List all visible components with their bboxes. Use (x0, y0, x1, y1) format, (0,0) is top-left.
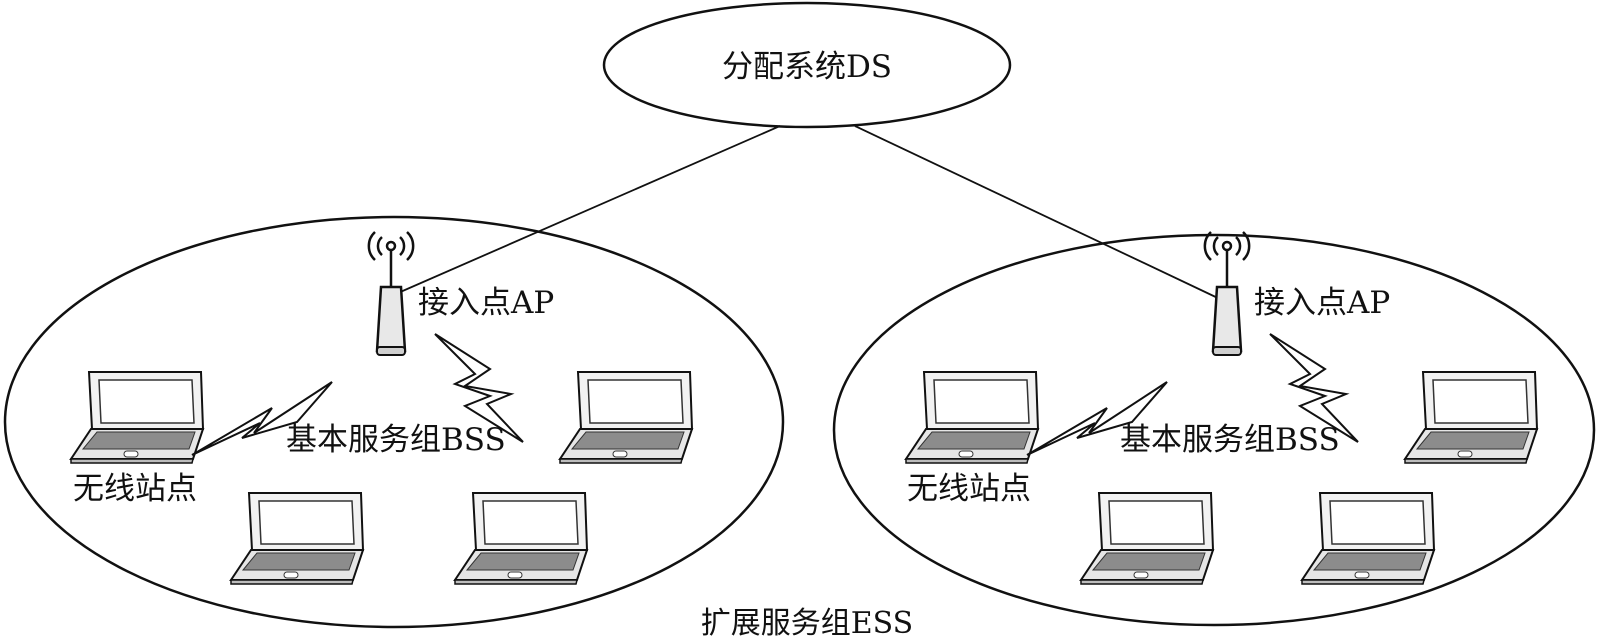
bss-cell-right: 接入点AP 基本服务组BSS 无线站点 (832, 230, 1596, 627)
station-label: 无线站点 (907, 471, 1031, 507)
ds-link-right (854, 125, 1223, 301)
ds-label: 分配系统DS (722, 49, 892, 85)
bss-boundary (3, 215, 785, 629)
laptop-icon (70, 371, 204, 464)
distribution-system-node (602, 1, 1012, 129)
bss-boundary (832, 233, 1596, 627)
laptop-icon (230, 492, 364, 585)
laptop-icon (1080, 492, 1214, 585)
antenna-icon (1203, 230, 1251, 357)
bss-cell-left: 接入点AP 基本服务组BSS 无线站点 (3, 215, 785, 629)
antenna-icon (367, 230, 415, 357)
ap-label: 接入点AP (1254, 285, 1390, 321)
bss-label: 基本服务组BSS (1120, 422, 1340, 458)
laptop-icon (454, 492, 588, 585)
laptop-icon (559, 371, 693, 464)
ess-label: 扩展服务组ESS (701, 606, 913, 641)
laptop-icon (1301, 492, 1435, 585)
bss-label: 基本服务组BSS (286, 422, 506, 458)
laptop-icon (905, 371, 1039, 464)
station-label: 无线站点 (73, 471, 197, 507)
laptop-icon (1404, 371, 1538, 464)
ap-label: 接入点AP (418, 285, 554, 321)
ds-link-left (381, 125, 781, 301)
